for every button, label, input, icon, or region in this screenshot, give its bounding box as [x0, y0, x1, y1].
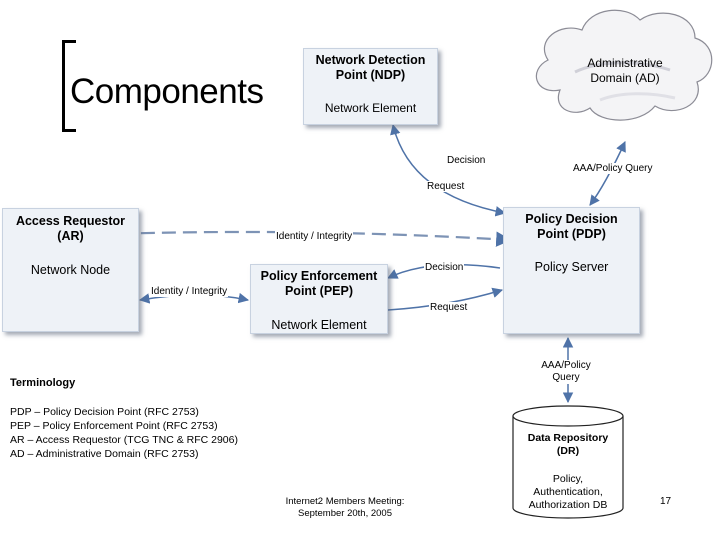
pdp-title: Policy Decision Point (PDP): [525, 212, 618, 241]
dr-title: Data Repository (DR): [527, 432, 609, 457]
identity-ar-pdp-label: Identity / Integrity: [275, 231, 354, 242]
page-number: 17: [660, 496, 672, 507]
pep-title: Policy Enforcement Point (PEP): [260, 269, 378, 298]
slide-title: Components: [70, 72, 264, 111]
aaa-top-connector: [589, 141, 626, 206]
pep-request-label: Request: [429, 302, 469, 313]
ad-title: Administrative Domain (AD): [587, 56, 663, 85]
ar-subtitle: Network Node: [30, 263, 111, 277]
ndp-title: Network Detection Point (NDP): [315, 53, 426, 82]
cloud-shape: [535, 9, 713, 121]
pep-decision-label: Decision: [424, 262, 465, 273]
ndp-request-label: Request: [426, 181, 466, 192]
ndp-node: Network Detection Point (NDP) Network El…: [303, 48, 438, 125]
terminology-list: PDP – Policy Decision Point (RFC 2753) P…: [10, 405, 238, 461]
title-bracket: [62, 40, 76, 132]
terminology-item: PDP – Policy Decision Point (RFC 2753): [10, 406, 199, 418]
terminology-heading: Terminology: [10, 377, 76, 389]
ar-title: Access Requestor (AR): [15, 214, 126, 243]
footer-text: Internet2 Members Meeting: September 20t…: [285, 496, 405, 519]
pep-node: Policy Enforcement Point (PEP) Network E…: [250, 264, 388, 334]
ndp-pdp-connector: [390, 123, 507, 217]
terminology-item: PEP – Policy Enforcement Point (RFC 2753…: [10, 420, 218, 432]
ndp-subtitle: Network Element: [324, 101, 417, 115]
terminology-item: AR – Access Requestor (TCG TNC & RFC 290…: [10, 434, 238, 446]
pdp-subtitle: Policy Server: [534, 260, 609, 274]
database-cylinder: [512, 405, 624, 519]
ndp-decision-label: Decision: [446, 155, 487, 166]
identity-ar-pep-label: Identity / Integrity: [150, 286, 229, 297]
ar-node: Access Requestor (AR) Network Node: [2, 208, 139, 332]
pep-subtitle: Network Element: [271, 318, 367, 332]
dr-subtitle: Policy, Authentication, Authorization DB: [528, 473, 608, 511]
pdp-node: Policy Decision Point (PDP) Policy Serve…: [503, 207, 640, 334]
terminology-item: AD – Administrative Domain (RFC 2753): [10, 448, 199, 460]
aaa-bottom-label: AAA/Policy Query: [530, 360, 602, 384]
aaa-top-label: AAA/Policy Query: [572, 163, 654, 174]
